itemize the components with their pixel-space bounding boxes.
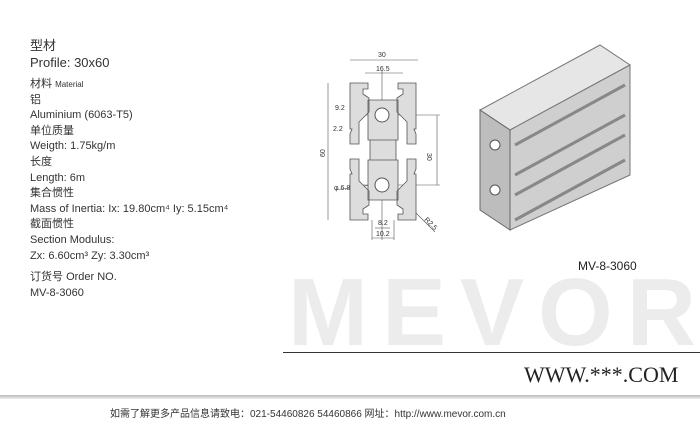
- dim-30-vertical: 30: [425, 153, 432, 161]
- footer-bar: [0, 395, 700, 399]
- inertia-cn: 集合惯性: [30, 187, 74, 200]
- modulus-cn: 截面惯性: [30, 218, 74, 231]
- material-cn: 材料: [30, 78, 52, 90]
- footer-contact: 如需了解更多产品信息请致电：021-54460826 54460866 网址：h…: [110, 409, 506, 420]
- inertia: Mass of Inertia: Ix: 19.80cm⁴ Iy: 5.15cm…: [30, 202, 229, 215]
- dim-10-2: 10.2: [376, 231, 390, 238]
- material-en: Material: [55, 80, 84, 89]
- profile-3d-render: [479, 44, 631, 231]
- dim-6-8: φ 6.8: [334, 185, 350, 192]
- dim-60: 60: [320, 149, 327, 157]
- brand-watermark: WWW.***.COM: [524, 362, 679, 387]
- spec-panel: 型材 Profile: 30x60 材料 Material 铝 Aluminiu…: [30, 37, 228, 301]
- modulus: Section Modulus:: [30, 233, 115, 246]
- length: Length: 6m: [30, 171, 86, 184]
- dim-16-5: 16.5: [376, 66, 390, 73]
- profile-cn: 型材: [30, 38, 57, 53]
- dim-8-2: 8.2: [378, 220, 388, 227]
- material-cn2: 铝: [30, 93, 41, 106]
- profile: Profile: 30x60: [30, 55, 110, 70]
- profile-drawing: 30 16.5 9.2 2.2 60 30 φ 6.8 8.2 10.2 R2.…: [320, 52, 440, 240]
- length-cn: 长度: [30, 155, 52, 168]
- watermark-logo: MEVOR: [288, 259, 700, 366]
- weight: Weigth: 1.75kg/m: [30, 140, 116, 153]
- weight-cn: 单位质量: [30, 124, 74, 137]
- material: Aluminium (6063-T5): [30, 109, 133, 122]
- product-code: MV-8-3060: [578, 259, 637, 273]
- divider: [283, 352, 700, 353]
- order-number: MV-8-3060: [30, 286, 84, 299]
- order-cn: 订货号: [30, 271, 63, 284]
- order-en: Order NO.: [66, 271, 117, 284]
- dim-2-2: 2.2: [333, 126, 343, 133]
- dim-30: 30: [378, 52, 386, 59]
- profile-shape: [349, 82, 417, 221]
- modulus-values: Zx: 6.60cm³ Zy: 3.30cm³: [30, 249, 150, 262]
- dim-9-2: 9.2: [335, 105, 345, 112]
- dim-r2-5: R2.5: [423, 216, 438, 231]
